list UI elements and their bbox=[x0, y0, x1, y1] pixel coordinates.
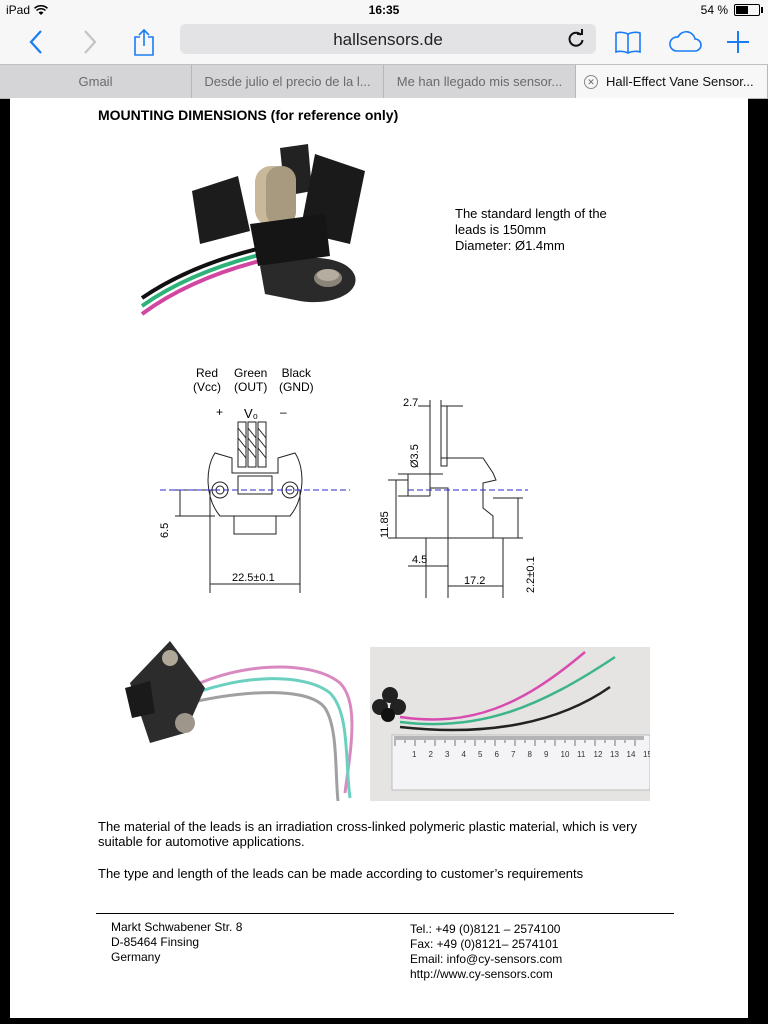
fax-line: Fax: +49 (0)8121– 2574101 bbox=[410, 937, 559, 951]
ruler-number: 3 bbox=[445, 750, 450, 759]
sensor-photo bbox=[140, 144, 365, 316]
ruler-number: 10 bbox=[561, 750, 570, 759]
leads-note: The standard length of the leads is 150m… bbox=[455, 206, 607, 254]
share-button[interactable] bbox=[128, 26, 160, 58]
para-line: suitable for automotive applications. bbox=[98, 834, 305, 849]
para-line: The material of the leads is an irradiat… bbox=[98, 819, 637, 834]
bookmarks-button[interactable] bbox=[612, 26, 644, 58]
ruler-number: 13 bbox=[610, 750, 619, 759]
dim-height: 6.5 bbox=[160, 523, 171, 538]
company-contact: Tel.: +49 (0)8121 – 2574100 Fax: +49 (0)… bbox=[410, 922, 562, 982]
dim-height: 11.85 bbox=[379, 511, 391, 538]
company-address: Markt Schwabener Str. 8 D-85464 Finsing … bbox=[111, 920, 242, 965]
dim-width: 22.5±0.1 bbox=[232, 572, 275, 584]
customization-paragraph: The type and length of the leads can be … bbox=[98, 866, 584, 881]
side-view-drawing: 2.7 Ø3.5 11.85 4.5 17.2 2.2±0.1 bbox=[379, 397, 537, 598]
new-tab-button[interactable] bbox=[722, 26, 754, 58]
note-line: Diameter: Ø1.4mm bbox=[455, 238, 565, 253]
plus-icon bbox=[727, 31, 749, 53]
sensor-wires-photo bbox=[125, 641, 354, 801]
dim-width: 17.2 bbox=[464, 575, 485, 587]
ruler-number: 4 bbox=[462, 750, 467, 759]
tab-label: Desde julio el precio de la l... bbox=[204, 74, 371, 89]
status-bar: iPad 16:35 54 % bbox=[0, 0, 768, 20]
wire-function: (OUT) bbox=[234, 380, 268, 394]
leads-material-paragraph: The material of the leads is an irradiat… bbox=[98, 819, 698, 849]
dim-side: 2.2±0.1 bbox=[525, 556, 537, 593]
book-icon bbox=[615, 31, 641, 54]
tab-bar: Gmail Desde julio el precio de la l... M… bbox=[0, 64, 768, 99]
tab-label: Gmail bbox=[78, 74, 113, 89]
browser-toolbar: hallsensors.de bbox=[0, 20, 768, 64]
chevron-left-icon bbox=[29, 30, 42, 54]
ruler-number: 5 bbox=[478, 750, 483, 759]
ruler-number: 14 bbox=[627, 750, 636, 759]
clock: 16:35 bbox=[368, 3, 400, 17]
ruler-number: 11 bbox=[577, 750, 586, 759]
ruler-number: 12 bbox=[594, 750, 603, 759]
forward-button[interactable] bbox=[74, 26, 106, 58]
label-black: Black (GND) bbox=[279, 366, 314, 394]
label-green: Green (OUT) bbox=[234, 366, 267, 394]
website-link[interactable]: http://www.cy-sensors.com bbox=[410, 967, 553, 981]
address-line: D-85464 Finsing bbox=[111, 935, 200, 949]
ruler-number: 8 bbox=[528, 750, 533, 759]
chevron-right-icon bbox=[84, 30, 97, 54]
web-page: MOUNTING DIMENSIONS (for reference only)… bbox=[10, 98, 748, 1018]
tab-label: Hall-Effect Vane Sensor... bbox=[606, 74, 754, 89]
tab-sensores[interactable]: Me han llegado mis sensor... bbox=[384, 65, 576, 98]
close-tab-icon[interactable]: ✕ bbox=[584, 74, 598, 89]
vo-label: V₀ bbox=[244, 406, 258, 421]
tab-gmail[interactable]: Gmail bbox=[0, 65, 192, 98]
dim-top: 2.7 bbox=[403, 397, 418, 409]
wire-color: Green bbox=[234, 366, 268, 380]
note-line: The standard length of the bbox=[455, 206, 607, 221]
ruler-number: 6 bbox=[495, 750, 500, 759]
icloud-tabs-button[interactable] bbox=[666, 26, 704, 58]
footer-divider bbox=[96, 913, 674, 914]
url-text: hallsensors.de bbox=[333, 30, 443, 49]
reload-icon[interactable] bbox=[566, 29, 586, 49]
cloud-icon bbox=[669, 31, 702, 52]
share-icon bbox=[134, 28, 154, 56]
front-view-drawing: + V₀ – 6.5 22.5±0.1 bbox=[160, 405, 350, 593]
dim-diameter: Ø3.5 bbox=[409, 444, 421, 468]
ruler-number: 7 bbox=[511, 750, 516, 759]
page-heading: MOUNTING DIMENSIONS (for reference only) bbox=[98, 107, 399, 123]
label-red: Red (Vcc) bbox=[193, 366, 221, 394]
wire-color: Red bbox=[195, 366, 218, 380]
ruler-number: 1 bbox=[412, 750, 417, 759]
dim-offset: 4.5 bbox=[412, 554, 427, 566]
tab-precio[interactable]: Desde julio el precio de la l... bbox=[192, 65, 384, 98]
wire-color: Black bbox=[281, 366, 311, 380]
ruler-number: 9 bbox=[544, 750, 549, 759]
ruler-number: 2 bbox=[429, 750, 434, 759]
wire-function: (Vcc) bbox=[193, 380, 221, 394]
back-button[interactable] bbox=[20, 26, 52, 58]
address-bar[interactable]: hallsensors.de bbox=[180, 24, 596, 54]
phone-line: Tel.: +49 (0)8121 – 2574100 bbox=[410, 922, 561, 936]
tab-hall-effect[interactable]: ✕ Hall-Effect Vane Sensor... bbox=[576, 65, 768, 98]
tab-label: Me han llegado mis sensor... bbox=[396, 74, 563, 89]
plus-label: + bbox=[216, 405, 223, 419]
note-line: leads is 150mm bbox=[455, 222, 547, 237]
email-link[interactable]: Email: info@cy-sensors.com bbox=[410, 952, 563, 966]
minus-label: – bbox=[280, 405, 287, 419]
wire-function: (GND) bbox=[279, 380, 314, 394]
address-line: Germany bbox=[111, 950, 161, 964]
ruler-number: 15 bbox=[643, 750, 650, 759]
battery-percent: 54 % bbox=[700, 3, 728, 17]
device-name: iPad bbox=[6, 3, 31, 17]
address-line: Markt Schwabener Str. 8 bbox=[111, 920, 243, 934]
wifi-icon bbox=[34, 4, 49, 15]
battery-icon bbox=[734, 4, 763, 16]
